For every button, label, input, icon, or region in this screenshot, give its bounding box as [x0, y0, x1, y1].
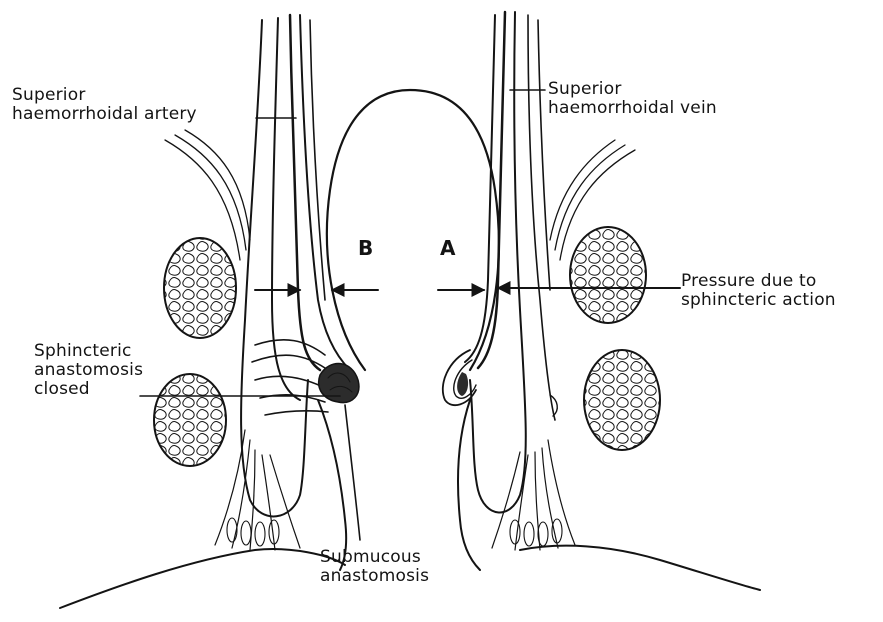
sphincter-muscle-upper-left	[164, 238, 236, 338]
superior-vein-label-line1: Superior	[548, 80, 717, 99]
submucous-label-line2: anastomosis	[320, 567, 429, 586]
perineum-outline-right	[520, 546, 760, 590]
sphincter-muscle-upper-right	[570, 227, 646, 323]
superior-artery-label-line1: Superior	[12, 86, 197, 105]
pressure-label-line1: Pressure due to	[681, 272, 836, 291]
sphincteric-label-line1: Sphincteric	[34, 342, 143, 361]
submucous-label-line1: Submucous	[320, 548, 429, 567]
sphincteric-label-line2: anastomosis	[34, 361, 143, 380]
superior-artery-label: Superior haemorrhoidal artery	[12, 86, 197, 124]
right-haemorrhoid	[443, 350, 476, 405]
sphincteric-label-line3: closed	[34, 380, 143, 399]
label-a: A	[440, 239, 456, 258]
leader-submucous	[345, 405, 360, 540]
pressure-label: Pressure due to sphincteric action	[681, 272, 836, 310]
superior-vein-label-line2: haemorrhoidal vein	[548, 99, 717, 118]
perineum-outline	[60, 549, 345, 608]
rectal-ampulla	[327, 90, 499, 370]
sphincter-muscle-lower-left	[154, 374, 226, 466]
label-b: B	[358, 239, 373, 258]
sphincter-muscle-lower-right	[584, 350, 660, 450]
submucous-anastomosis-label: Submucous anastomosis	[320, 548, 429, 586]
superior-vein-label: Superior haemorrhoidal vein	[548, 80, 717, 118]
superior-artery-label-line2: haemorrhoidal artery	[12, 105, 197, 124]
sphincteric-anastomosis-label: Sphincteric anastomosis closed	[34, 342, 143, 399]
pressure-label-line2: sphincteric action	[681, 291, 836, 310]
